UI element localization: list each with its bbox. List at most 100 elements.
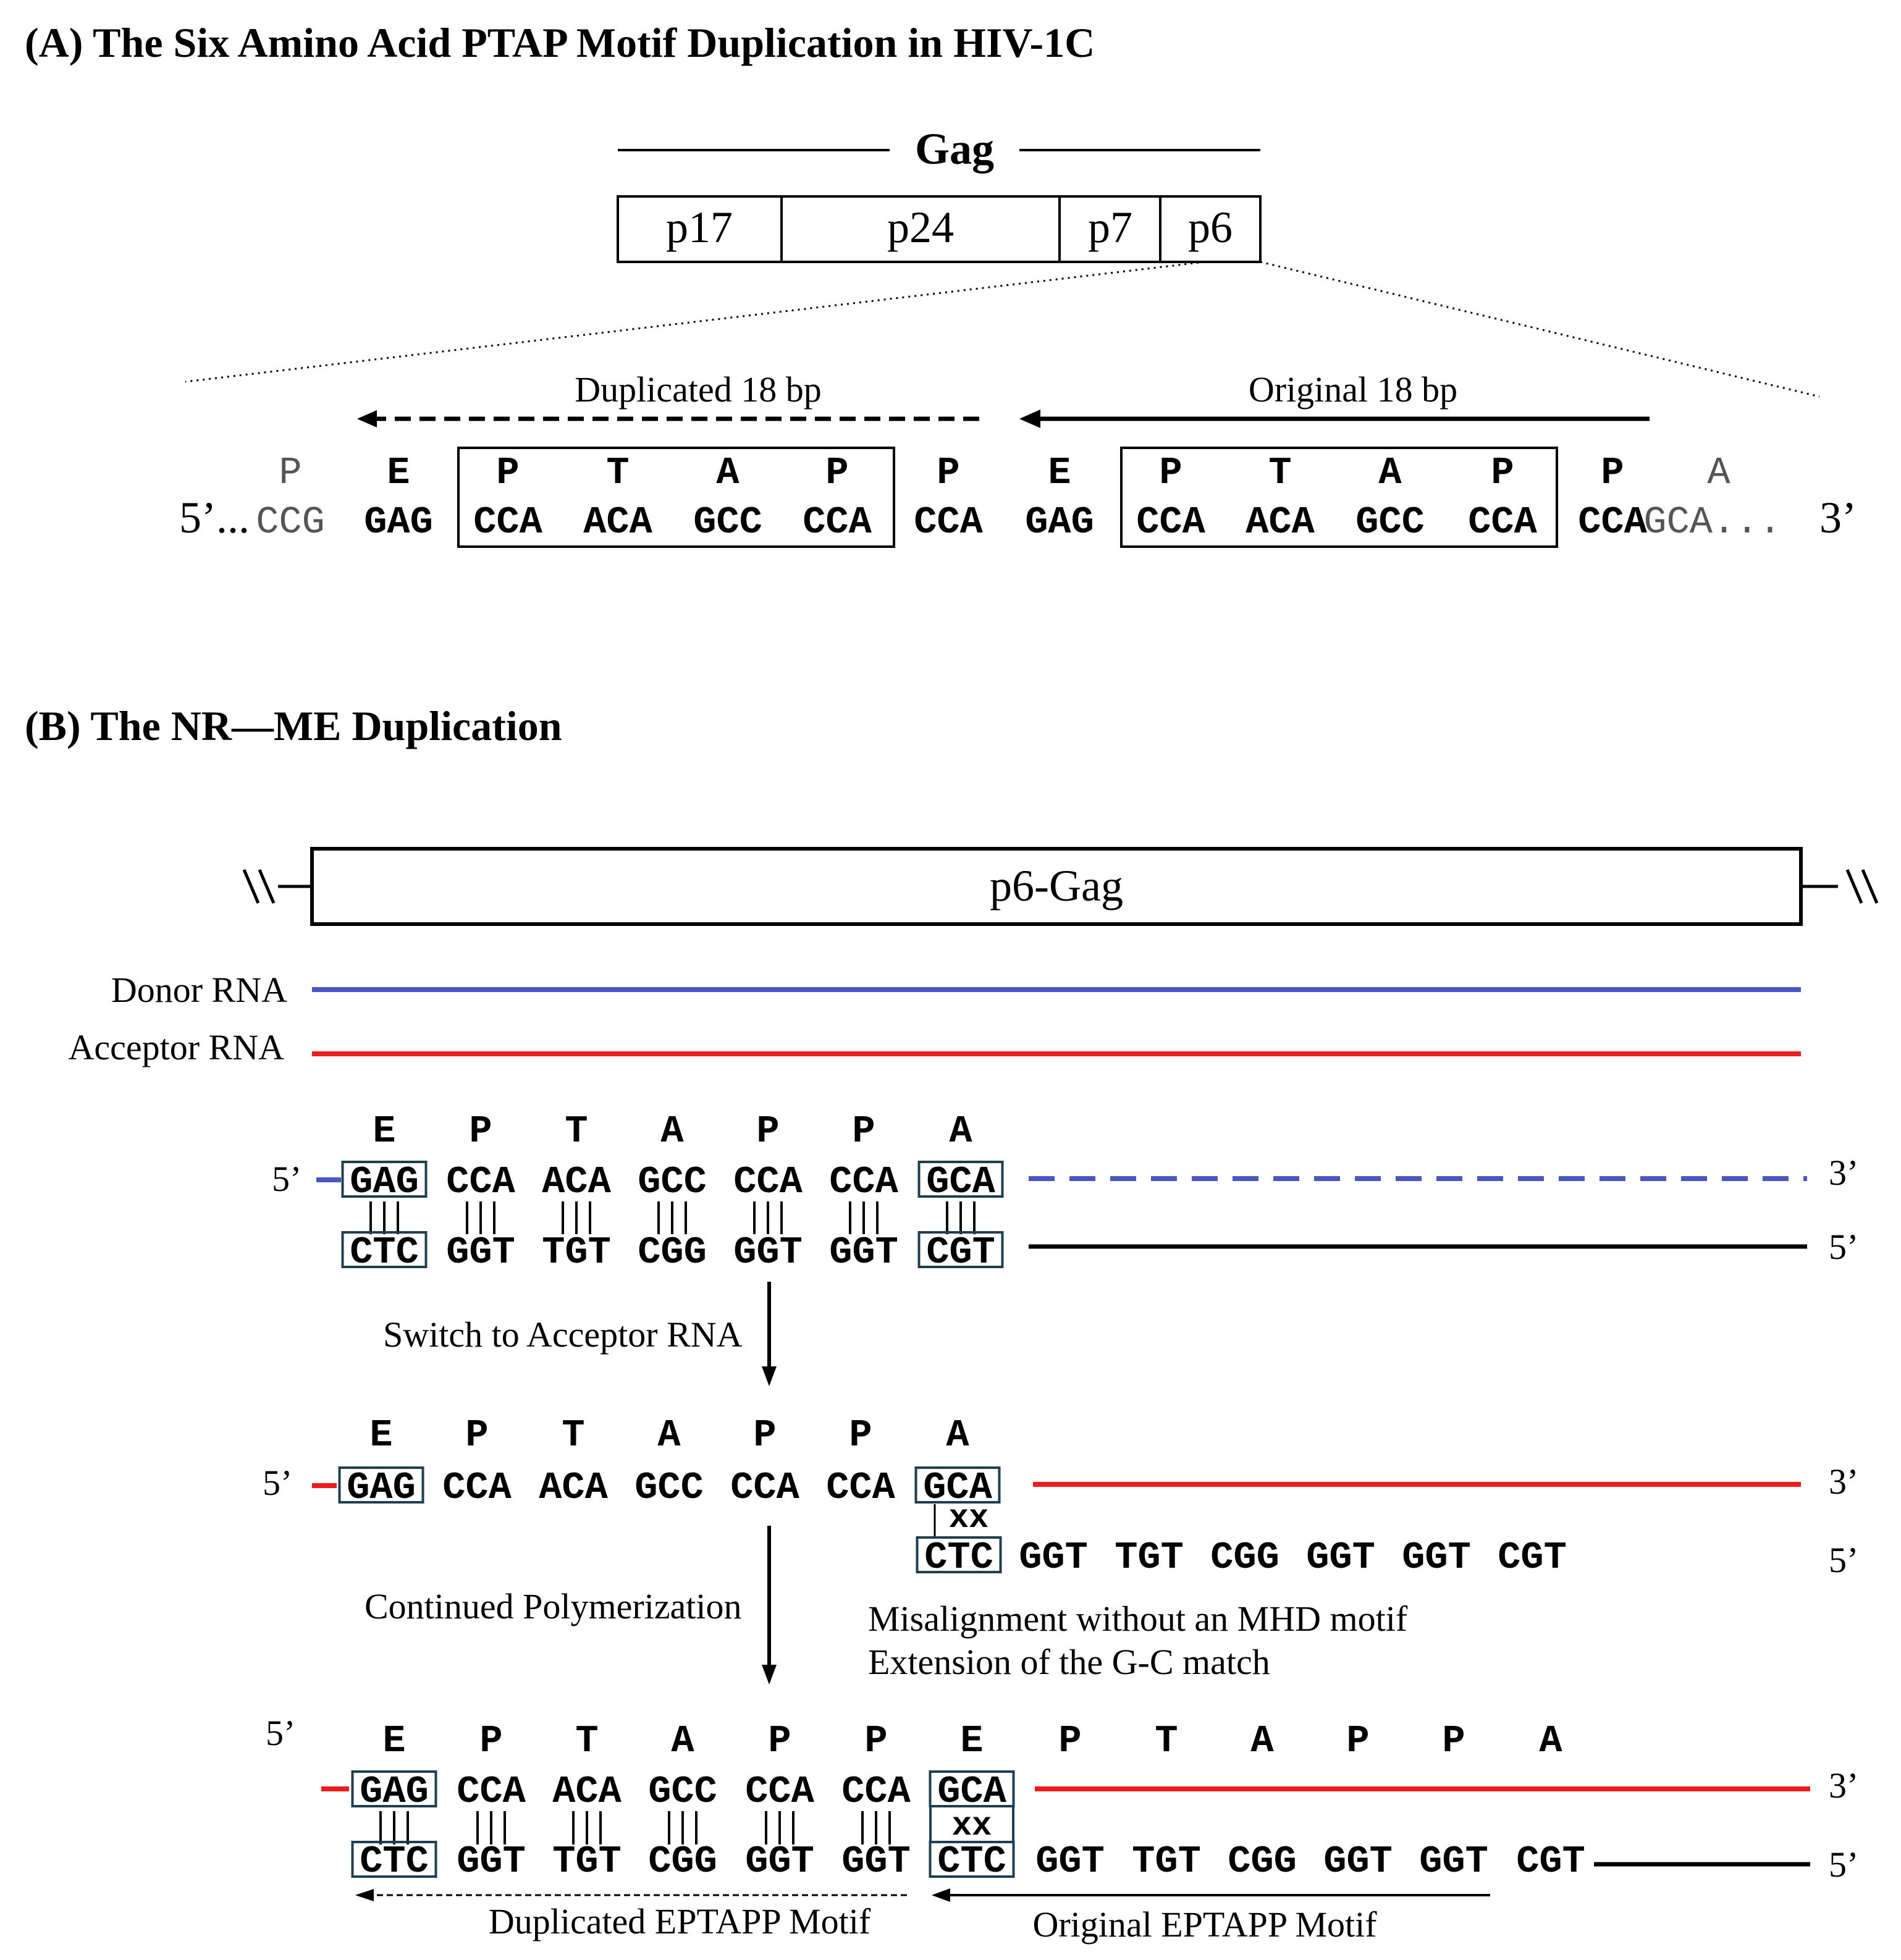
amino-acid: E — [1048, 451, 1071, 495]
gag-domain-box — [617, 195, 1262, 263]
codon: GCC — [1355, 500, 1425, 544]
boxed-codon — [917, 1161, 1004, 1198]
misalign-note-2: Extension of the G-C match — [868, 1642, 1270, 1682]
codon: CCA — [803, 500, 872, 544]
original-ptap-box — [1120, 447, 1558, 548]
panel-a-five-prime: 5’... — [179, 493, 250, 542]
amino-acid: P — [864, 1719, 887, 1763]
amino-acid: T — [562, 1413, 584, 1457]
amino-acid: P — [1159, 451, 1182, 495]
cdna-codon: TGT — [542, 1230, 611, 1274]
amino-acid: P — [496, 451, 519, 495]
amino-acid: P — [1058, 1719, 1081, 1763]
codon: CCA — [473, 500, 542, 544]
amino-acid: E — [382, 1719, 405, 1763]
panel-a-title: (A) The Six Amino Acid PTAP Motif Duplic… — [25, 19, 1095, 66]
amino-acid: P — [465, 1413, 488, 1457]
orig-motif-arrowhead — [932, 1888, 950, 1902]
amino-acid: P — [753, 1413, 776, 1457]
p6-gag-label: p6-Gag — [990, 861, 1123, 911]
codon: ACA — [583, 500, 652, 544]
template-codon: CCA — [829, 1160, 898, 1204]
domain-p17: p17 — [666, 203, 733, 252]
gag-domains: p17 p24 p7 p6 — [617, 195, 1262, 263]
panel-a-three-prime: 3’ — [1819, 493, 1857, 542]
template-codon: ACA — [552, 1770, 622, 1814]
amino-acid: E — [960, 1719, 983, 1763]
duplicated-arrowhead — [357, 410, 377, 427]
cdna-codon: CGG — [648, 1840, 717, 1883]
donor-rna-label: Donor RNA — [111, 970, 287, 1010]
template-codon: ACA — [539, 1466, 608, 1510]
boxed-codon — [351, 1770, 437, 1807]
p6-gag-box — [310, 847, 1803, 926]
amino-acid: E — [387, 451, 410, 495]
step2-label: Continued Polymerization — [365, 1586, 742, 1626]
dup-motif-arrowhead — [355, 1889, 374, 1901]
template-codon: ACA — [542, 1160, 611, 1204]
amino-acid: A — [1539, 1719, 1562, 1763]
cdna-codon: CGT — [1516, 1840, 1585, 1883]
orig-motif-label: Original EPTAPP Motif — [1032, 1904, 1377, 1945]
cdna-codon: GGT — [457, 1840, 526, 1883]
row2-cdna-five-prime: 5’ — [1829, 1540, 1858, 1580]
amino-acid: A — [671, 1719, 694, 1763]
cdna-codon: GGT — [446, 1230, 515, 1274]
amino-acid: A — [657, 1413, 681, 1457]
codon: GAG — [1025, 500, 1094, 544]
amino-acid: E — [369, 1413, 392, 1457]
row3-five-prime: 5’ — [266, 1713, 295, 1753]
p6-gag-gene: p6-Gag — [242, 847, 1879, 926]
template-codon: GCC — [634, 1466, 704, 1510]
amino-acid: A — [716, 451, 740, 495]
cdna-codon: GGT — [841, 1840, 911, 1883]
original-18bp-label: Original 18 bp — [1249, 369, 1457, 410]
amino-acid: P — [756, 1109, 779, 1153]
template-codon: CCA — [446, 1160, 515, 1204]
cdna-codon: GGT — [1306, 1536, 1375, 1579]
template-codon: CCA — [442, 1466, 512, 1510]
codon: ACA — [1246, 500, 1315, 544]
amino-acid: P — [852, 1109, 875, 1153]
cdna-codon: GGT — [1419, 1840, 1488, 1883]
cdna-codon: GGT — [829, 1230, 898, 1274]
amino-acid: A — [1378, 451, 1402, 495]
cdna-codon: TGT — [552, 1840, 622, 1883]
amino-acid: P — [279, 451, 301, 495]
domain-p24: p24 — [887, 203, 954, 252]
codon: GAG — [364, 500, 433, 544]
cdna-codon: TGT — [1132, 1840, 1201, 1883]
cdna-codon: GGT — [745, 1840, 814, 1883]
amino-acid: A — [1707, 451, 1730, 495]
break-mark-icon — [242, 869, 260, 904]
boxed-codon — [914, 1466, 1001, 1504]
amino-acid: T — [575, 1719, 598, 1763]
codon: CCA — [1468, 500, 1537, 544]
row2-five-prime: 5’ — [263, 1463, 292, 1503]
cdna-codon: GGT — [1019, 1536, 1088, 1579]
gag-label: Gag — [915, 124, 994, 174]
cdna-codon: GGT — [1035, 1840, 1105, 1883]
amino-acid: A — [1250, 1719, 1274, 1763]
amino-acid: T — [1268, 451, 1291, 495]
panel-a-sequence: PCCGEGAGPCCATACAAGCCPCCAPCCAEGAGPCCATACA… — [256, 451, 1781, 544]
amino-acid: P — [825, 451, 848, 495]
codon: CCA — [1578, 500, 1647, 544]
template-codon: CCA — [730, 1466, 799, 1510]
amino-acid: P — [1346, 1719, 1369, 1763]
row2-three-prime: 3’ — [1829, 1462, 1858, 1502]
cdna-codon: CGG — [1228, 1840, 1297, 1883]
boxed-codon — [341, 1231, 428, 1268]
boxed-codon — [341, 1161, 428, 1198]
cdna-codon: CGG — [1210, 1536, 1279, 1579]
codon: CCA — [1136, 500, 1205, 544]
cdna-codon: CGG — [638, 1230, 707, 1274]
dup-motif-label: Duplicated EPTAPP Motif — [489, 1901, 871, 1941]
panel-b-title: (B) The NR—ME Duplication — [25, 702, 562, 749]
duplicated-ptap-box — [457, 447, 895, 548]
amino-acid: E — [373, 1109, 395, 1153]
domain-p7: p7 — [1088, 203, 1132, 252]
template-codon: GCC — [638, 1160, 707, 1204]
